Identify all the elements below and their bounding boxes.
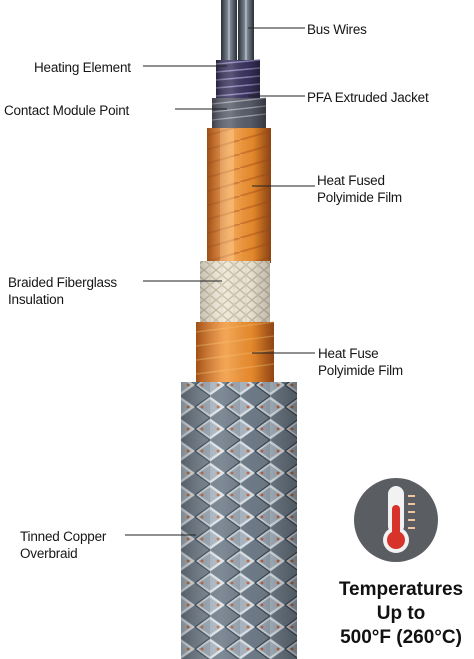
temperature-rating: Temperatures Up to 500°F (260°C) <box>326 578 474 650</box>
leader-lines <box>125 27 315 536</box>
label-heating-element: Heating Element <box>34 60 131 75</box>
label-braided-line1: Braided Fiberglass <box>8 275 117 290</box>
bus-wires <box>221 0 254 64</box>
label-pfa-extruded-jacket: PFA Extruded Jacket <box>307 90 429 105</box>
label-bus-wires: Bus Wires <box>307 22 367 37</box>
label-heat-fuse-line1: Heat Fuse <box>318 346 379 361</box>
label-heat-fused-polyimide-film: Heat Fused Polyimide Film <box>317 172 402 206</box>
label-braided-fiberglass-insulation: Braided Fiberglass Insulation <box>8 274 117 308</box>
temperature-line3: 500°F (260°C) <box>340 627 462 648</box>
temperature-line1: Temperatures <box>338 579 464 600</box>
label-heat-fuse-polyimide-film: Heat Fuse Polyimide Film <box>318 345 403 379</box>
temperature-line2: Up to <box>376 603 426 624</box>
heat-fused-polyimide-film <box>207 128 271 263</box>
label-contact-module-point: Contact Module Point <box>4 103 130 118</box>
thermometer-icon <box>354 478 438 562</box>
label-tinned-copper-overbraid: Tinned Copper Overbraid <box>20 528 106 562</box>
label-tinned-line1: Tinned Copper <box>20 529 107 544</box>
label-heat-fuse-line2: Polyimide Film <box>318 363 403 378</box>
label-heat-fused-line2: Polyimide Film <box>317 190 402 205</box>
label-tinned-line2: Overbraid <box>20 546 78 561</box>
label-heat-fused-line1: Heat Fused <box>317 173 385 188</box>
braided-fiberglass <box>200 261 270 325</box>
heating-element-section <box>211 59 267 128</box>
tinned-copper-overbraid <box>181 382 297 659</box>
label-braided-line2: Insulation <box>8 292 64 307</box>
